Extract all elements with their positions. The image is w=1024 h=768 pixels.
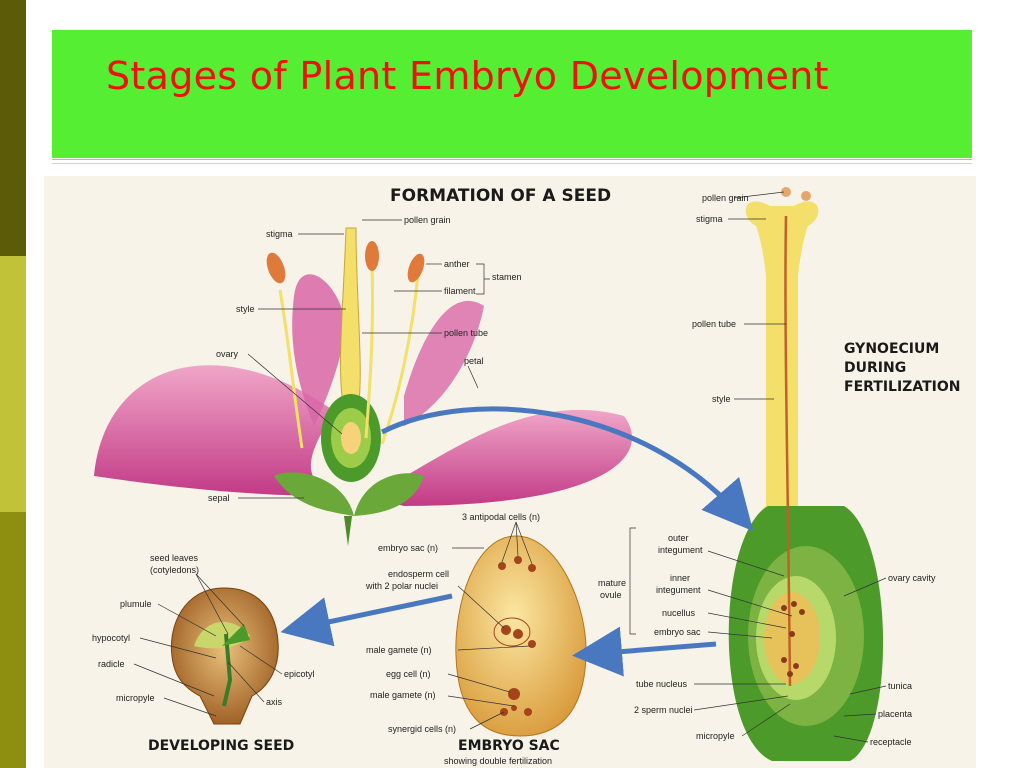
label-seed-leaves-1: seed leaves: [150, 553, 199, 563]
label-seed-leaves-2: (cotyledons): [150, 565, 199, 575]
label-petal: petal: [464, 356, 484, 366]
arrow-gynoecium-to-embryo-sac: [572, 626, 717, 677]
arrow-embryo-sac-to-seed: [280, 593, 453, 647]
label-g-pollen-grain: pollen grain: [702, 193, 749, 203]
flower-leader-lines: [238, 219, 479, 499]
label-endosperm-1: endosperm cell: [388, 569, 449, 579]
flower-illustration: [94, 227, 633, 546]
flower-stalk: [344, 516, 352, 546]
heading-embryo-sac: EMBRYO SAC: [458, 738, 560, 754]
label-stamen: stamen: [492, 272, 522, 282]
label-ovary-cavity: ovary cavity: [888, 573, 936, 583]
label-g-pollen-tube: pollen tube: [692, 319, 736, 329]
back-petal-right: [404, 300, 484, 426]
arrow-flower-to-gynoecium: [380, 406, 754, 532]
label-hypocotyl: hypocotyl: [92, 633, 130, 643]
label-antipodal-cells: 3 antipodal cells (n): [462, 512, 540, 522]
label-axis: axis: [266, 697, 283, 707]
flower-ovule: [341, 422, 361, 454]
stamen-bracket: [476, 263, 490, 295]
stamen-anther-2: [365, 241, 379, 271]
heading-gynoecium-1: GYNOECIUM: [844, 341, 939, 357]
label-outer-2: integument: [658, 545, 703, 555]
label-endosperm-2: with 2 polar nuclei: [365, 581, 438, 591]
label-s-embryo-sac: embryo sac (n): [378, 543, 438, 553]
gynoecium-embryo-sac: [764, 592, 820, 684]
gynoecium-pollen-grain-2: [801, 191, 811, 201]
seed-leader-lines: [133, 573, 283, 717]
heading-formation-of-a-seed: FORMATION OF A SEED: [390, 186, 611, 206]
flower-style: [340, 227, 361, 409]
heading-gynoecium-2: DURING: [844, 360, 906, 376]
label-s-micropyle: micropyle: [116, 693, 155, 703]
endosperm-cell: [493, 617, 531, 647]
stamen-anther-3: [407, 253, 425, 283]
embryo-sac-leader-lines: [447, 521, 533, 730]
label-inner-1: inner: [670, 573, 690, 583]
label-g-style: style: [712, 394, 731, 404]
label-mature-ovule-1: mature: [598, 578, 626, 588]
label-tunica: tunica: [888, 681, 912, 691]
side-bar-middle: [0, 256, 26, 512]
stamen-anther-1: [266, 252, 286, 284]
title-divider-thin: [52, 163, 972, 164]
label-epicotyl: epicotyl: [284, 669, 315, 679]
sepal-right: [354, 473, 424, 516]
title-divider: [52, 159, 972, 160]
sepal-left: [274, 472, 354, 516]
left-petal: [94, 365, 334, 496]
process-arrows: [280, 406, 754, 677]
label-male-gamete-1: male gamete (n): [366, 645, 432, 655]
label-filament: filament: [444, 286, 476, 296]
label-pollen-grain: pollen grain: [404, 215, 451, 225]
label-stigma: stigma: [266, 229, 293, 239]
side-bar-bottom: [0, 512, 26, 768]
label-tube-nucleus: tube nucleus: [636, 679, 688, 689]
diagram-canvas: FORMATION OF A SEED GYNOECIUM DURING FER…: [92, 186, 960, 766]
label-inner-2: integument: [656, 585, 701, 595]
heading-gynoecium-3: FERTILIZATION: [844, 379, 960, 395]
gynoecium-illustration: [728, 187, 884, 761]
label-ovary: ovary: [216, 349, 239, 359]
developing-seed-illustration: [170, 587, 279, 725]
label-sperm-nuclei: 2 sperm nuclei: [634, 705, 693, 715]
stamen-filament-3: [380, 273, 420, 445]
gynoecium-pollen-grain-1: [781, 187, 791, 197]
subheading-double-fertilization: showing double fertilization: [444, 756, 552, 766]
label-radicle: radicle: [98, 659, 125, 669]
label-male-gamete-2: male gamete (n): [370, 690, 436, 700]
label-receptacle: receptacle: [870, 737, 912, 747]
embryo-sac-illustration: [455, 535, 587, 737]
label-nucellus: nucellus: [662, 608, 696, 618]
seed-formation-diagram: FORMATION OF A SEED GYNOECIUM DURING FER…: [44, 176, 976, 768]
mature-ovule-bracket: [629, 527, 636, 635]
label-g-stigma: stigma: [696, 214, 723, 224]
right-petal: [364, 409, 633, 506]
seed-embryo-axis: [222, 633, 233, 707]
label-synergid-cells: synergid cells (n): [388, 724, 456, 734]
seed-plumule: [222, 624, 250, 646]
slide-title: Stages of Plant Embryo Development: [106, 54, 829, 98]
label-outer-1: outer: [668, 533, 689, 543]
label-sepal: sepal: [208, 493, 230, 503]
label-plumule: plumule: [120, 599, 152, 609]
label-egg-cell: egg cell (n): [386, 669, 431, 679]
side-bar-top: [0, 0, 26, 256]
label-g-embryo-sac: embryo sac: [654, 627, 701, 637]
label-pollen-tube: pollen tube: [444, 328, 488, 338]
label-anther: anther: [444, 259, 470, 269]
label-mature-ovule-2: ovule: [600, 590, 622, 600]
back-petal: [292, 274, 345, 426]
label-g-micropyle: micropyle: [696, 731, 735, 741]
stamen-filament-2: [364, 263, 375, 439]
gynoecium-pollen-tube: [784, 215, 792, 687]
stamen-filament-1: [278, 289, 304, 449]
title-banner: Stages of Plant Embryo Development: [52, 30, 972, 158]
label-placenta: placenta: [878, 709, 912, 719]
label-style: style: [236, 304, 255, 314]
gynoecium-leader-lines: [693, 191, 887, 743]
heading-developing-seed: DEVELOPING SEED: [148, 738, 294, 754]
